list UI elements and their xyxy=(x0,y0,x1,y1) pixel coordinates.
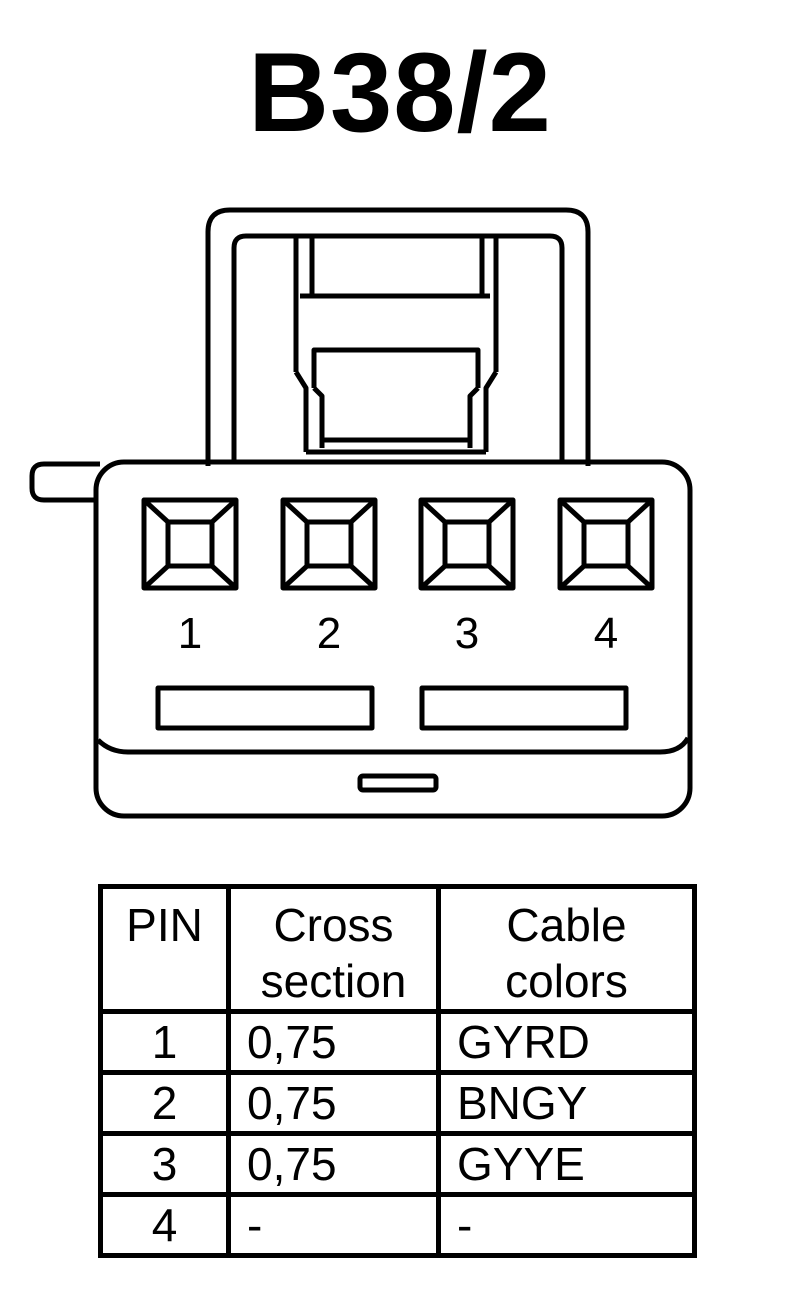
cell-cable-colors: - xyxy=(436,1192,697,1258)
connector-drawing: 1 2 3 4 xyxy=(29,207,693,819)
connector-side-tab xyxy=(29,461,100,503)
pin-assignment-table: PIN Cross section Cable colors 1 0,75 GY… xyxy=(98,884,697,1258)
table-row: 4 - - xyxy=(98,1192,697,1258)
header-cross-section: Cross section xyxy=(226,884,441,1014)
coding-slot-right xyxy=(419,685,629,731)
pin-label-1: 1 xyxy=(178,609,202,658)
pin-socket-1 xyxy=(141,497,239,591)
header-cable-colors: Cable colors xyxy=(436,884,697,1014)
pin-socket-2 xyxy=(280,497,378,591)
table-row: 3 0,75 GYYE xyxy=(98,1131,697,1197)
cell-cable-colors: GYYE xyxy=(436,1131,697,1197)
cell-pin: 1 xyxy=(98,1009,231,1075)
table-row: 1 0,75 GYRD xyxy=(98,1009,697,1075)
connector-body xyxy=(93,459,693,819)
pin-label-4: 4 xyxy=(594,609,618,658)
cell-pin: 3 xyxy=(98,1131,231,1197)
cell-cable-colors: GYRD xyxy=(436,1009,697,1075)
cell-pin: 4 xyxy=(98,1192,231,1258)
table-row: 2 0,75 BNGY xyxy=(98,1070,697,1136)
bottom-notch xyxy=(357,773,439,793)
connector-title: B38/2 xyxy=(248,30,552,155)
connector-latch xyxy=(205,207,591,466)
cell-cross-section: 0,75 xyxy=(226,1131,441,1197)
table-header-row: PIN Cross section Cable colors xyxy=(98,884,697,1014)
header-pin: PIN xyxy=(98,884,231,1014)
pin-socket-4 xyxy=(557,497,655,591)
cell-cross-section: 0,75 xyxy=(226,1070,441,1136)
pin-socket-3 xyxy=(418,497,516,591)
cell-pin: 2 xyxy=(98,1070,231,1136)
pin-label-3: 3 xyxy=(455,609,479,658)
pin-label-2: 2 xyxy=(317,609,341,658)
cell-cross-section: - xyxy=(226,1192,441,1258)
cell-cross-section: 0,75 xyxy=(226,1009,441,1075)
coding-slot-left xyxy=(155,685,375,731)
cell-cable-colors: BNGY xyxy=(436,1070,697,1136)
